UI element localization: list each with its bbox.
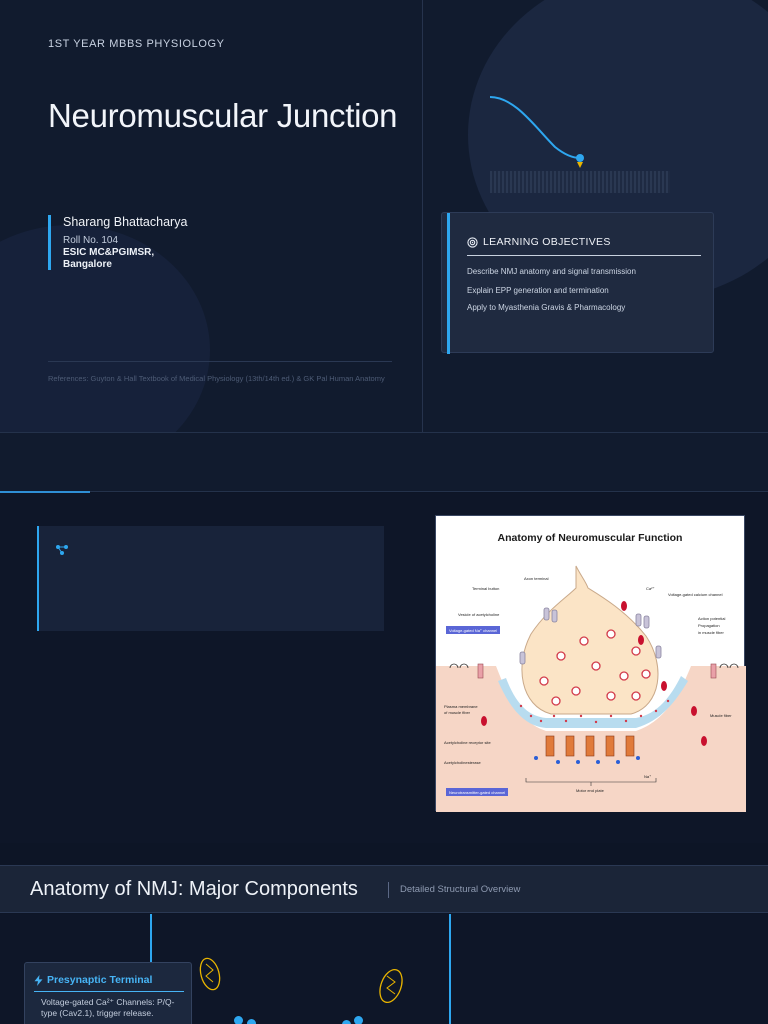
connector-line <box>449 914 451 1024</box>
vesicle-dot <box>354 1016 363 1024</box>
components-slide: Presynaptic Terminal Voltage-gated Ca²⁺ … <box>0 914 768 1024</box>
label-propagation: Propagation <box>698 623 720 628</box>
objectives-rule <box>467 255 701 256</box>
roll-number: Roll No. 104 <box>63 235 119 246</box>
nmj-illustration <box>436 565 746 812</box>
mitochondria-icon <box>379 969 403 1003</box>
label-vesicle: Vesicle of acetylcholine <box>458 612 500 617</box>
institution-line2: Bangalore <box>63 259 112 270</box>
label-motor-end-plate: Motor end plate <box>576 788 604 793</box>
section-header: Anatomy of NMJ: Major Components Detaile… <box>0 865 768 913</box>
anatomy-slide: Anatomy of Neuromuscular Function Axon t… <box>0 493 768 843</box>
label-action-potential: Action potential <box>698 616 726 621</box>
horizontal-rule <box>48 361 392 362</box>
references: References: Guyton & Hall Textbook of Me… <box>48 374 385 383</box>
presynaptic-card: Presynaptic Terminal Voltage-gated Ca²⁺ … <box>24 962 192 1024</box>
label-ca: Ca²⁺ <box>646 586 655 591</box>
label-vg-calcium: Voltage-gated calcium channel <box>668 592 723 597</box>
presynaptic-rule <box>34 991 184 992</box>
objective-item: Describe NMJ anatomy and signal transmis… <box>467 267 636 276</box>
label-vg-na: Voltage-gated Na⁺ channel <box>446 626 501 634</box>
vertical-divider <box>422 0 423 432</box>
objectives-heading-label: LEARNING OBJECTIVES <box>483 236 611 248</box>
network-icon <box>56 545 68 555</box>
muscle-fiber-comb <box>490 171 670 193</box>
presynaptic-title-label: Presynaptic Terminal <box>47 974 153 986</box>
section-subtitle: Detailed Structural Overview <box>400 884 521 895</box>
vesicle-dot <box>342 1020 351 1024</box>
section-title: Anatomy of NMJ: Major Components <box>30 878 358 900</box>
institution-line1: ESIC MC&PGIMSR, <box>63 247 155 258</box>
target-icon <box>467 236 478 248</box>
vesicle-dot <box>234 1016 243 1024</box>
label-na: Na⁺ <box>644 774 652 779</box>
nmj-anatomy-figure: Anatomy of Neuromuscular Function Axon t… <box>435 515 746 812</box>
author-block: Sharang Bhattacharya Roll No. 104 ESIC M… <box>48 215 187 270</box>
title-separator <box>388 882 389 898</box>
label-of-muscle: of muscle fiber <box>444 710 471 715</box>
page-title: Neuromuscular Junction <box>48 97 398 134</box>
label-nt-gated: Neurotransmitter-gated channel <box>446 788 509 796</box>
presynaptic-text: Voltage-gated Ca²⁺ Channels: P/Q-type (C… <box>41 997 175 1018</box>
course-kicker: 1ST YEAR MBBS PHYSIOLOGY <box>48 38 225 50</box>
objectives-heading: LEARNING OBJECTIVES <box>467 236 611 248</box>
lightning-icon <box>34 974 43 986</box>
section-band <box>0 432 768 492</box>
label-ach-receptor: Acetylcholine receptor site <box>444 740 491 745</box>
label-ache: Acetylcholinesterase <box>444 760 481 765</box>
figure-title: Anatomy of Neuromuscular Function <box>497 532 683 544</box>
objective-item: Apply to Myasthenia Gravis & Pharmacolog… <box>467 303 626 312</box>
card-accent-bar <box>447 213 450 354</box>
label-axon-terminal: Axon terminal <box>524 576 549 581</box>
nerve-curve-icon <box>489 96 584 168</box>
label-terminal-button: Terminal button <box>472 586 500 591</box>
connector-line <box>150 914 152 964</box>
objective-item: Explain EPP generation and termination <box>467 286 609 295</box>
learning-objectives-card: LEARNING OBJECTIVES Describe NMJ anatomy… <box>441 212 714 354</box>
author-name: Sharang Bhattacharya <box>63 215 188 229</box>
title-slide: 1ST YEAR MBBS PHYSIOLOGY Neuromuscular J… <box>0 0 768 432</box>
label-in-muscle: in muscle fiber <box>698 630 724 635</box>
band-accent <box>0 491 90 493</box>
content-card <box>37 526 384 631</box>
label-plasma-membrane: Plasma membrane <box>444 704 478 709</box>
mitochondria-icon <box>199 957 221 991</box>
presynaptic-title: Presynaptic Terminal <box>34 974 152 986</box>
label-muscle-fiber: Muscle fiber <box>710 713 732 718</box>
vesicle-dot <box>247 1019 256 1024</box>
